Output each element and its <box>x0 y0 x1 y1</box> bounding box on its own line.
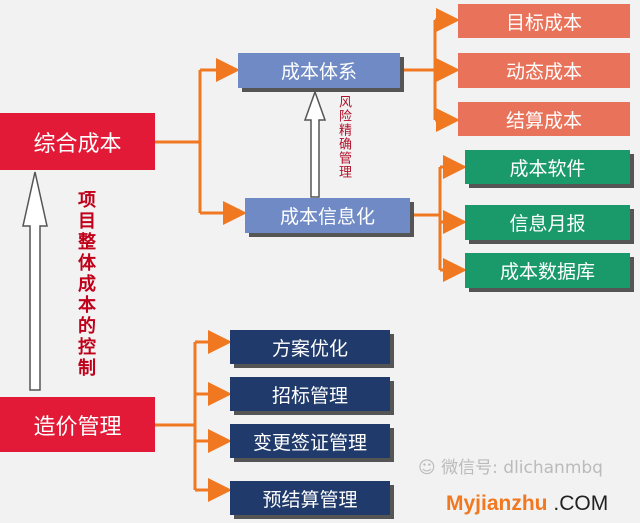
wechat-watermark: ☺ 微信号: dlichanmbq <box>418 458 603 478</box>
node-dynamic-cost: 动态成本 <box>458 53 630 88</box>
node-monthly-report: 信息月报 <box>465 205 630 240</box>
node-scheme-optimization: 方案优化 <box>230 330 390 364</box>
node-cost-management: 造价管理 <box>0 397 155 452</box>
brand-name: Myjianzhu <box>446 492 548 515</box>
label-overall-cost-control: 项目整体成本的控制 <box>75 190 96 379</box>
node-cost-informatization: 成本信息化 <box>245 198 410 233</box>
node-cost-database: 成本数据库 <box>465 253 630 288</box>
hollow-arrow-up-icon <box>303 89 327 198</box>
node-settlement-cost: 结算成本 <box>458 102 630 136</box>
node-cost-software: 成本软件 <box>465 150 630 184</box>
wechat-id: 微信号: dlichanmbq <box>441 458 603 478</box>
wechat-icon: ☺ <box>418 458 442 478</box>
brand-suffix: .COM <box>553 492 609 515</box>
brand-logo: Myjianzhu .COM <box>446 492 608 516</box>
label-risk-management: 风险精确管理 <box>336 95 351 179</box>
node-target-cost: 目标成本 <box>458 4 630 38</box>
node-budget-settlement-management: 预结算管理 <box>230 481 390 515</box>
node-cost-system: 成本体系 <box>238 53 400 88</box>
hollow-arrow-up-icon <box>22 171 48 391</box>
node-tender-management: 招标管理 <box>230 377 390 411</box>
node-change-visa-management: 变更签证管理 <box>230 424 390 458</box>
node-comprehensive-cost: 综合成本 <box>0 113 155 170</box>
